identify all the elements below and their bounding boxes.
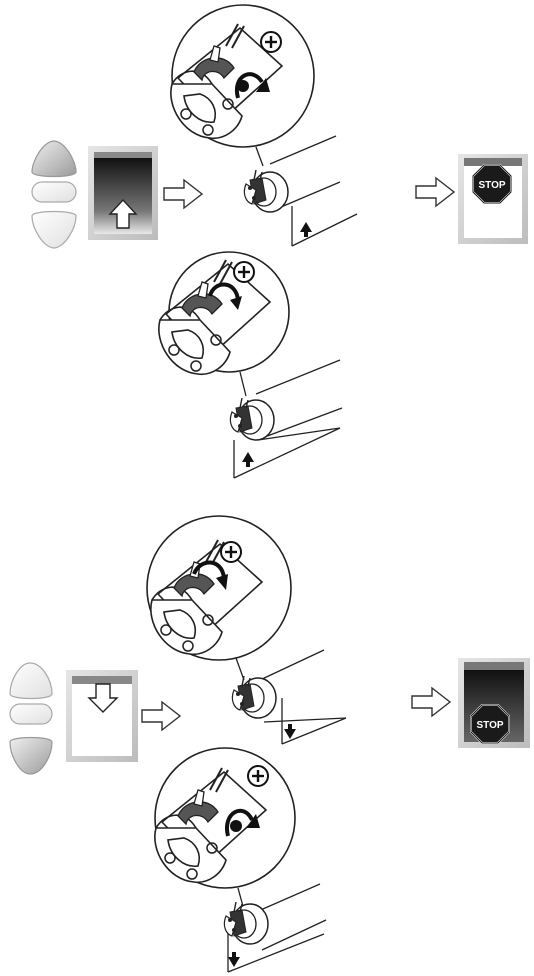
stop-sign-icon: STOP (471, 705, 509, 743)
next-step-arrow-icon (412, 688, 450, 716)
remote-control-down-active (10, 663, 52, 774)
arrow-down-icon (228, 952, 240, 967)
arrow-down-icon (284, 724, 296, 739)
plus-circle-icon (234, 262, 254, 282)
stop-sign-icon: STOP (473, 165, 511, 203)
roller-4 (224, 884, 326, 972)
shade-window-stopped-top: STOP (458, 154, 528, 244)
roller-3 (232, 650, 346, 744)
section-up: STOP (32, 5, 528, 478)
section-down: STOP (10, 516, 530, 972)
motor-zoom-2 (159, 252, 289, 374)
motor-zoom-3 (147, 516, 291, 660)
arrow-up-icon (242, 452, 254, 467)
roller-2 (230, 360, 342, 478)
plus-circle-icon (248, 766, 268, 786)
shade-window-closed (88, 146, 158, 240)
remote-down-button (10, 738, 52, 775)
remote-stop-button (32, 182, 76, 202)
next-step-arrow-icon (416, 178, 454, 206)
plus-circle-icon (221, 542, 241, 562)
remote-stop-button (10, 704, 52, 724)
stop-label: STOP (476, 720, 503, 731)
motor-zoom-4 (155, 748, 295, 888)
arrow-up-icon (300, 222, 312, 237)
next-step-arrow-icon (164, 180, 202, 208)
remote-control-up-active (32, 141, 76, 248)
shade-window-stopped-bottom: STOP (458, 658, 530, 748)
plus-circle-icon (261, 32, 281, 52)
roller-1 (244, 136, 357, 246)
motor-zoom-1 (171, 5, 314, 147)
next-step-arrow-icon (142, 702, 180, 730)
shade-window-open (66, 670, 138, 762)
remote-up-button (10, 663, 52, 699)
remote-down-button (32, 212, 76, 249)
remote-up-button (32, 141, 76, 177)
stop-label: STOP (478, 180, 505, 191)
